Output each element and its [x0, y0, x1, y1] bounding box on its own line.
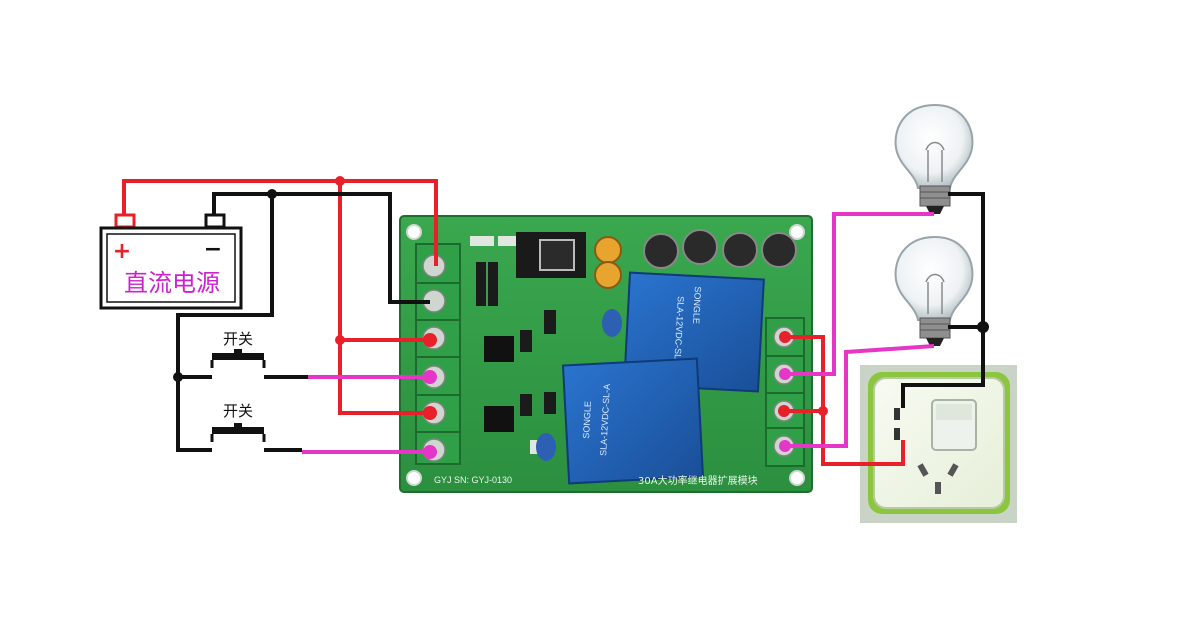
switch-2-label: 开关	[223, 402, 253, 420]
board-serial-label: GYJ SN: GYJ-0130	[434, 475, 512, 485]
wall-outlet	[860, 365, 1017, 523]
left-terminal-block	[415, 243, 461, 465]
relay-2: SONGLE SLA-12VDC-SL-A	[561, 357, 705, 485]
light-bulb-2	[894, 235, 974, 346]
switch-2: 开关	[210, 402, 266, 442]
relay-2-brand: SONGLE	[581, 401, 593, 439]
power-supply-label: 直流电源	[124, 269, 220, 297]
board-title-label: 30A大功率继电器扩展模块	[638, 474, 758, 487]
switch-1-label: 开关	[223, 330, 253, 348]
power-section	[516, 229, 797, 461]
switch-1: 开关	[210, 330, 266, 368]
relay-1-model: SLA-12VDC-SL-A	[672, 296, 686, 368]
negative-terminal-sign: −	[204, 237, 222, 262]
relay-module-board: SONGLE SLA-12VDC-SL-A SONGLE SLA-12VDC-S…	[399, 215, 813, 493]
smd-components	[470, 236, 556, 454]
light-bulb-1	[894, 103, 974, 214]
negative-wires	[176, 192, 985, 452]
positive-wires	[122, 179, 905, 466]
terminal-dots	[423, 331, 791, 459]
positive-terminal-sign: +	[113, 239, 131, 264]
load-wires	[302, 212, 935, 454]
relay-1-brand: SONGLE	[691, 286, 703, 324]
dc-power-supply: + − 直流电源	[99, 213, 243, 310]
relay-2-model: SLA-12VDC-SL-A	[598, 384, 612, 456]
wire-junctions	[173, 176, 989, 416]
